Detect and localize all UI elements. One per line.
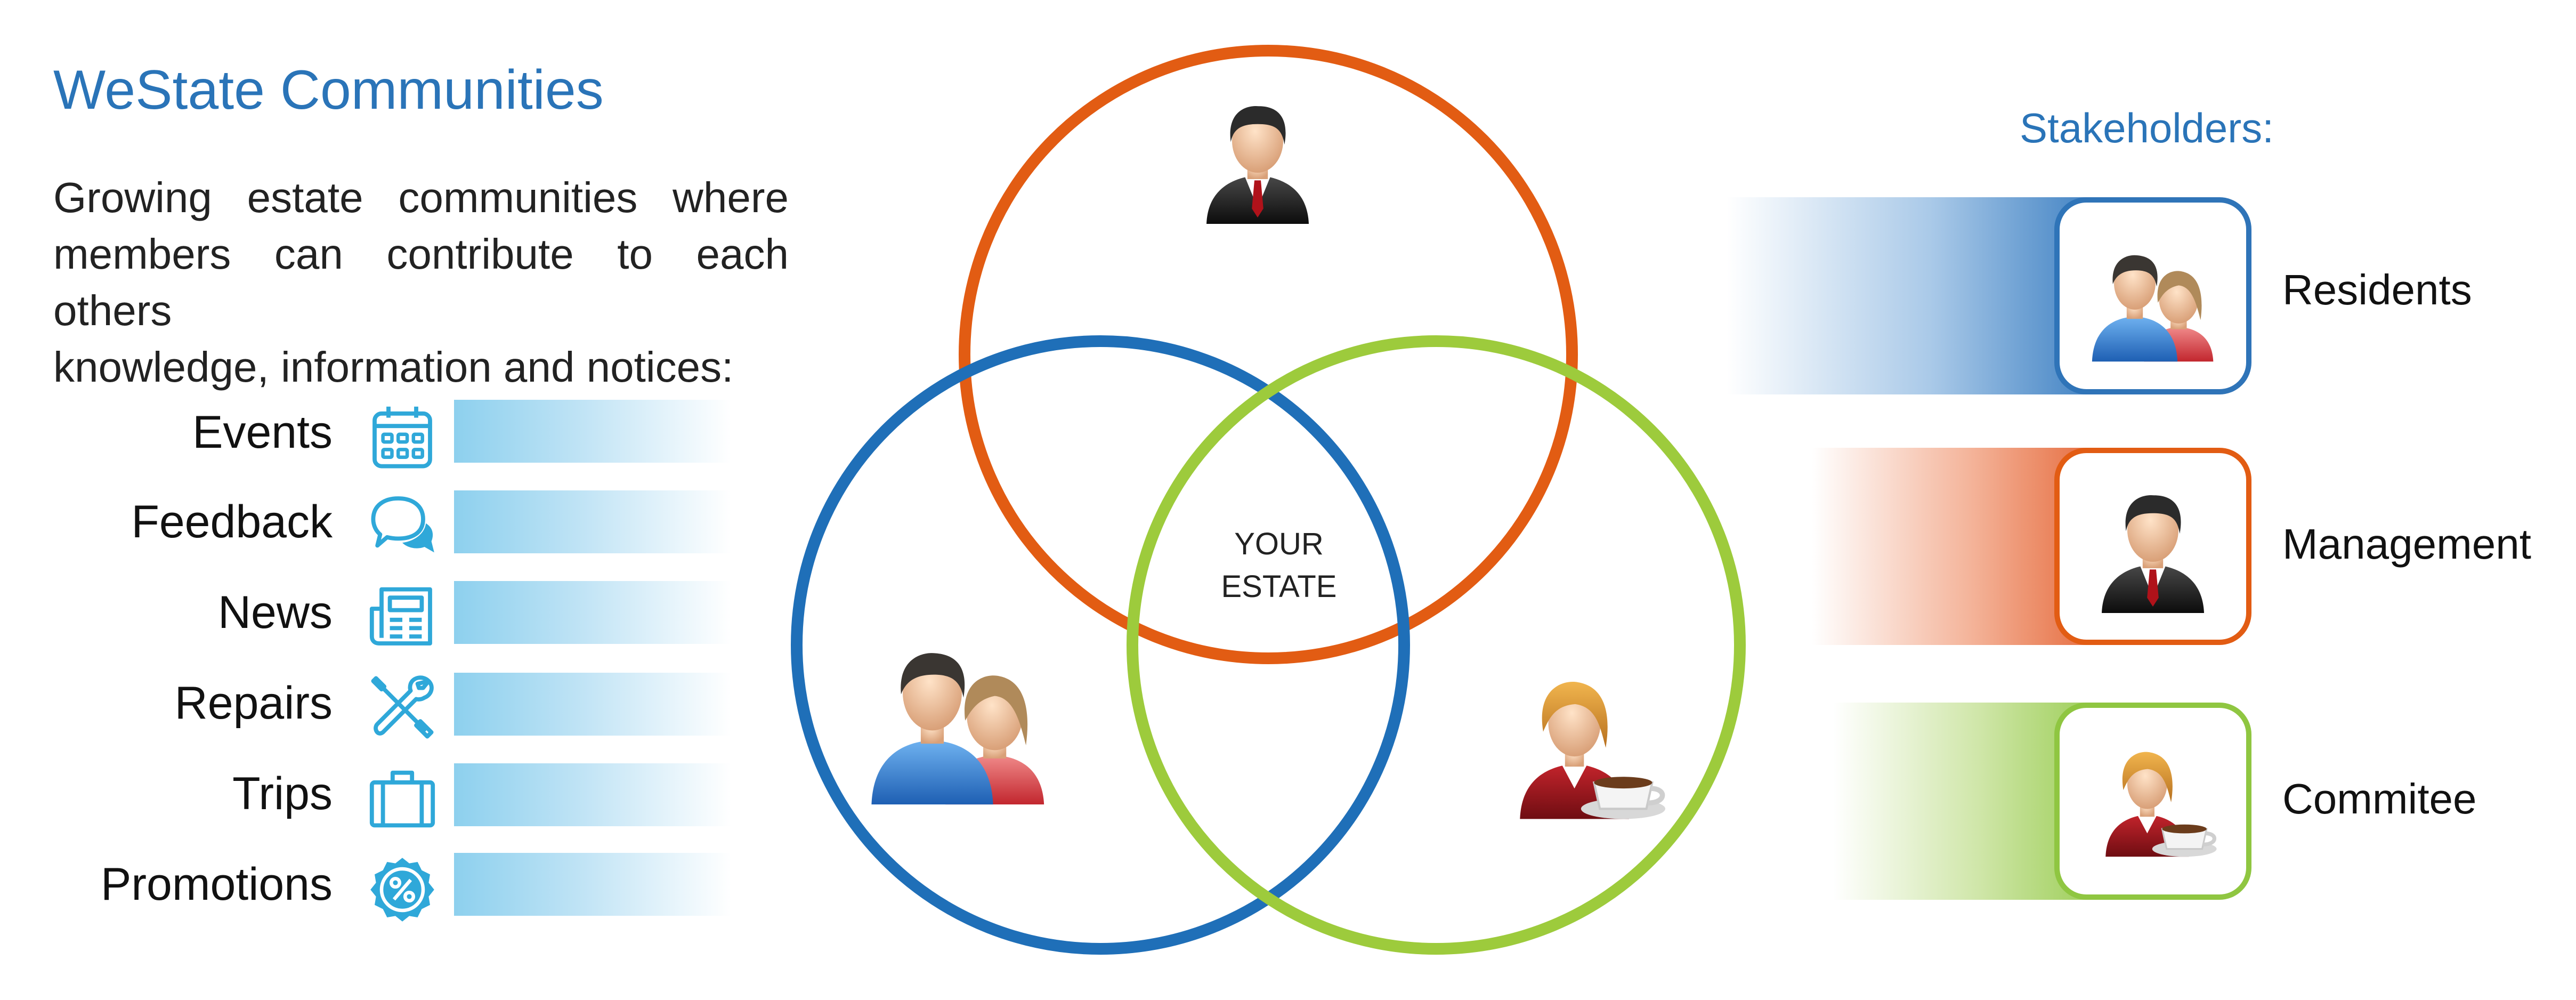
stakeholder-bar-residents	[1727, 197, 2100, 394]
residents-couple-icon	[2092, 255, 2214, 362]
tools-icon	[371, 675, 434, 739]
stakeholder-label-management: Management	[2282, 520, 2531, 568]
feature-label-feedback: Feedback	[131, 496, 333, 547]
feature-bar-promotions	[454, 853, 731, 916]
venn-center-label: ESTATE	[1221, 569, 1337, 604]
newspaper-icon	[369, 587, 432, 646]
residents-couple-icon	[871, 653, 1044, 805]
businesswoman-coffee-icon	[2089, 740, 2222, 862]
venn-diagram: YOUR ESTATE	[791, 45, 1746, 955]
stakeholder-card-committee	[2054, 703, 2251, 900]
stakeholder-label-residents: Residents	[2282, 266, 2472, 313]
stakeholder-bar-management	[1812, 448, 2100, 645]
feature-label-promotions: Promotions	[101, 859, 333, 910]
stakeholders-title: Stakeholders:	[2020, 104, 2274, 151]
speech-bubbles-icon	[371, 496, 434, 553]
description-line: knowledge, information and notices:	[53, 343, 734, 391]
feature-label-events: Events	[192, 407, 333, 458]
description: Growing estate communities where members…	[53, 170, 789, 396]
stakeholder-label-committee: Commitee	[2282, 775, 2477, 822]
businesswoman-coffee-icon	[1520, 682, 1665, 819]
feature-label-news: News	[217, 587, 333, 638]
percent-badge-icon	[370, 858, 434, 922]
feature-bar-feedback	[454, 490, 731, 553]
stakeholder-card-management	[2054, 448, 2251, 645]
venn-circle-committee	[1127, 335, 1746, 955]
businessman-icon	[1206, 106, 1309, 224]
page-title: WeState Communities	[53, 59, 604, 121]
stakeholder-card-residents	[2054, 197, 2251, 394]
feature-bar-news	[454, 581, 731, 644]
feature-bar-events	[454, 400, 731, 463]
feature-label-trips: Trips	[232, 768, 333, 819]
suitcase-icon	[369, 770, 435, 828]
feature-bar-trips	[454, 763, 731, 826]
venn-circle-management	[959, 45, 1578, 664]
venn-center-label: YOUR	[1234, 527, 1324, 561]
calendar-icon	[372, 406, 432, 469]
description-line: members can contribute to each others	[53, 230, 789, 334]
description-line: Growing estate communities where	[53, 174, 789, 221]
businessman-icon	[2102, 495, 2204, 613]
venn-circle-residents	[791, 335, 1410, 955]
feature-bar-repairs	[454, 673, 731, 736]
feature-label-repairs: Repairs	[174, 678, 333, 729]
